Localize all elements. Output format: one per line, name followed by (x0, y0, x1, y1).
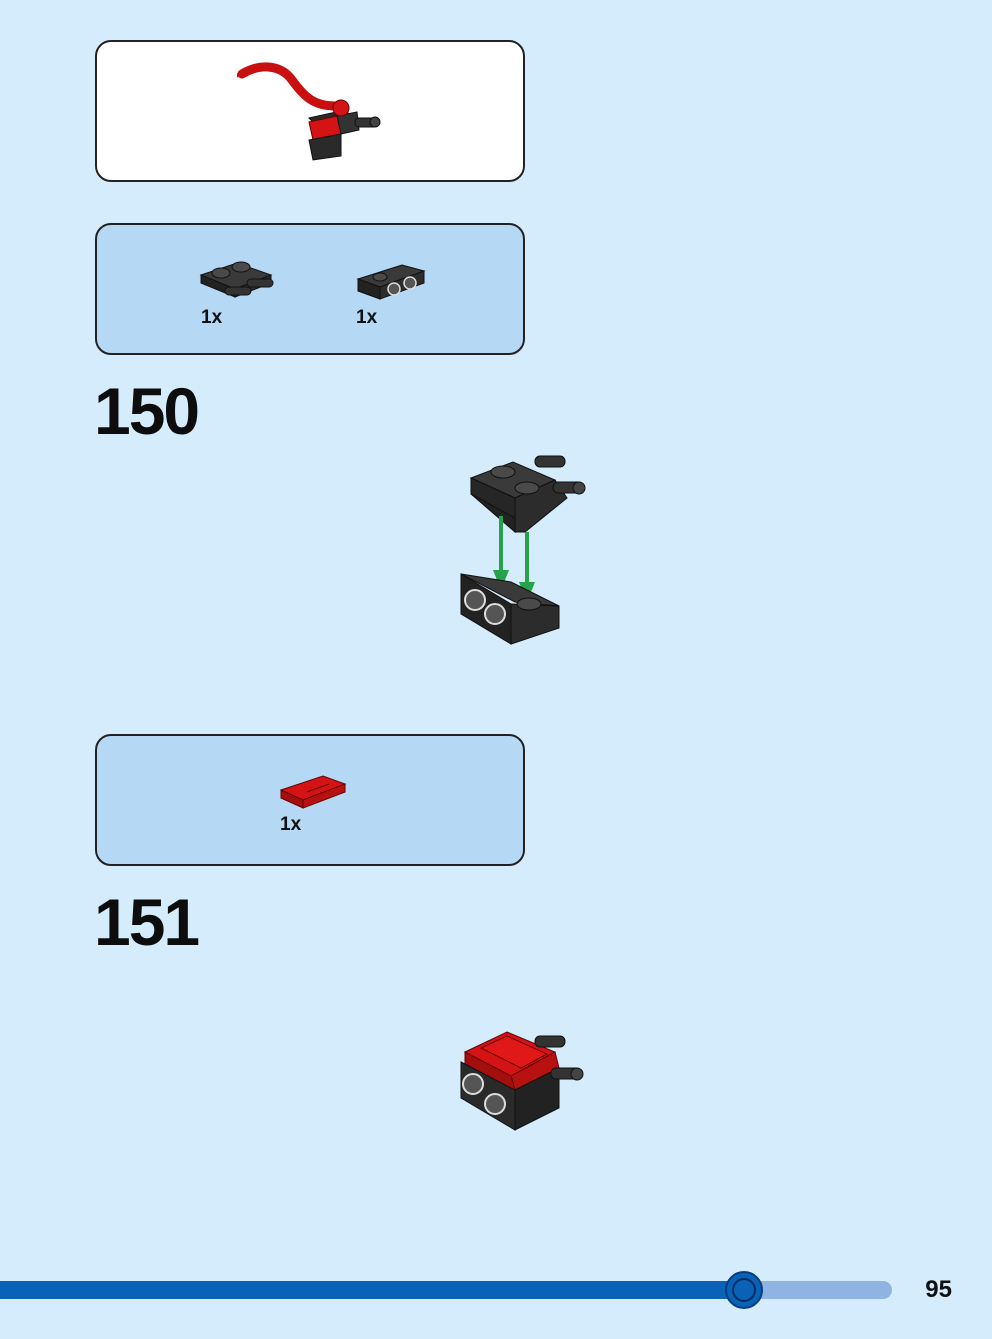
page-number: 95 (925, 1276, 952, 1303)
step-150-illustration (460, 455, 586, 645)
step-number-150: 150 (94, 374, 200, 448)
step-151-illustration (460, 1031, 584, 1131)
part-qty: 1x (201, 307, 223, 328)
part-qty: 1x (280, 814, 302, 835)
red-tail-assembly-image (237, 62, 381, 161)
progress-fill (0, 1281, 744, 1299)
submodel-callout (95, 40, 525, 182)
parts-list-step-151: 1x (95, 734, 525, 866)
parts-list-step-150: 1x 1x (95, 223, 525, 355)
part-qty: 1x (356, 307, 378, 328)
progress-knob-icon (725, 1271, 763, 1309)
black-bracket-with-studs-icon (356, 264, 426, 300)
progress-bar (0, 1271, 892, 1309)
black-plate-with-clips-icon (199, 261, 274, 298)
step-number-151: 151 (94, 885, 200, 959)
red-tile-icon (279, 775, 347, 809)
